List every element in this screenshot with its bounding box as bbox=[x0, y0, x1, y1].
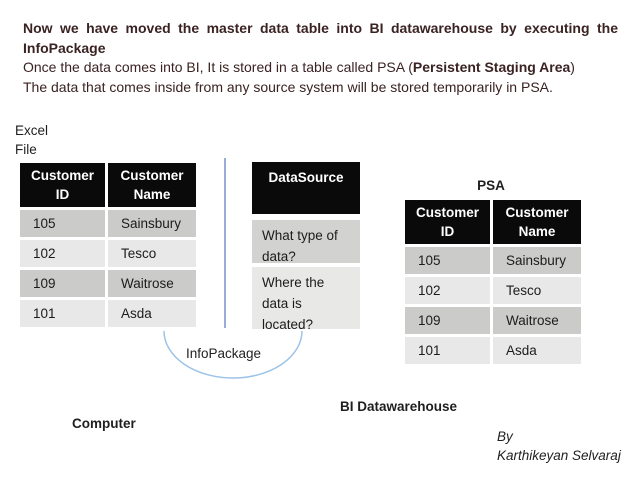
excel-table-cell: Tesco bbox=[108, 240, 196, 267]
infopackage-label: InfoPackage bbox=[186, 346, 262, 361]
psa-table: Customer ID Customer Name 105 Sainsbury … bbox=[405, 200, 581, 364]
intro-line-3: Once the data comes into BI, It is store… bbox=[23, 58, 618, 78]
computer-label: Computer bbox=[72, 416, 136, 431]
psa-header-customer-name: Customer Name bbox=[493, 200, 581, 244]
psa-header-customer-id: Customer ID bbox=[405, 200, 490, 244]
psa-table-cell: 102 bbox=[405, 277, 490, 304]
psa-label: PSA bbox=[477, 178, 505, 193]
excel-table-cell: Sainsbury bbox=[108, 210, 196, 237]
excel-table-cell: 105 bbox=[20, 210, 105, 237]
excel-table-cell: 102 bbox=[20, 240, 105, 267]
arc-path bbox=[163, 330, 303, 379]
excel-header-customer-name: Customer Name bbox=[108, 163, 196, 207]
excel-table: Customer ID Customer Name 105 Sainsbury … bbox=[20, 163, 196, 327]
credit-author: Karthikeyan Selvaraj bbox=[497, 447, 621, 463]
datasource-panel: DataSource What type of data? Where the … bbox=[252, 162, 360, 332]
infopackage-arc bbox=[163, 330, 303, 379]
datasource-item-type: What type of data? bbox=[252, 220, 360, 264]
intro-line-3-bold: Persistent Staging Area bbox=[412, 59, 571, 75]
excel-table-cell: Waitrose bbox=[108, 270, 196, 297]
intro-line-1: Now we have moved the master data table … bbox=[23, 20, 618, 36]
psa-table-cell: Asda bbox=[493, 337, 581, 364]
intro-line-2: InfoPackage bbox=[23, 39, 106, 56]
psa-table-cell: 101 bbox=[405, 337, 490, 364]
psa-table-cell: Waitrose bbox=[493, 307, 581, 334]
datasource-header: DataSource bbox=[252, 162, 360, 214]
excel-table-cell: 101 bbox=[20, 300, 105, 327]
excel-table-cell: 109 bbox=[20, 270, 105, 297]
credit-by: By bbox=[497, 429, 513, 444]
psa-table-cell: Tesco bbox=[493, 277, 581, 304]
excel-file-label: Excel File bbox=[15, 123, 49, 157]
psa-table-cell: 105 bbox=[405, 247, 490, 274]
divider-line bbox=[224, 158, 226, 328]
bi-datawarehouse-label: BI Datawarehouse bbox=[340, 399, 458, 414]
datasource-item-location: Where the data is located? bbox=[252, 267, 360, 332]
psa-table-cell: 109 bbox=[405, 307, 490, 334]
excel-table-cell: Asda bbox=[108, 300, 196, 327]
intro-paragraph: Now we have moved the master data table … bbox=[23, 19, 618, 97]
psa-table-cell: Sainsbury bbox=[493, 247, 581, 274]
intro-line-3-pre: Once the data comes into BI, It is store… bbox=[23, 59, 413, 75]
credit: By Karthikeyan Selvaraj bbox=[497, 428, 621, 465]
excel-header-customer-id: Customer ID bbox=[20, 163, 105, 207]
intro-line-4: The data that comes inside from any sour… bbox=[23, 78, 553, 95]
intro-line-3-post: ) bbox=[570, 59, 575, 75]
